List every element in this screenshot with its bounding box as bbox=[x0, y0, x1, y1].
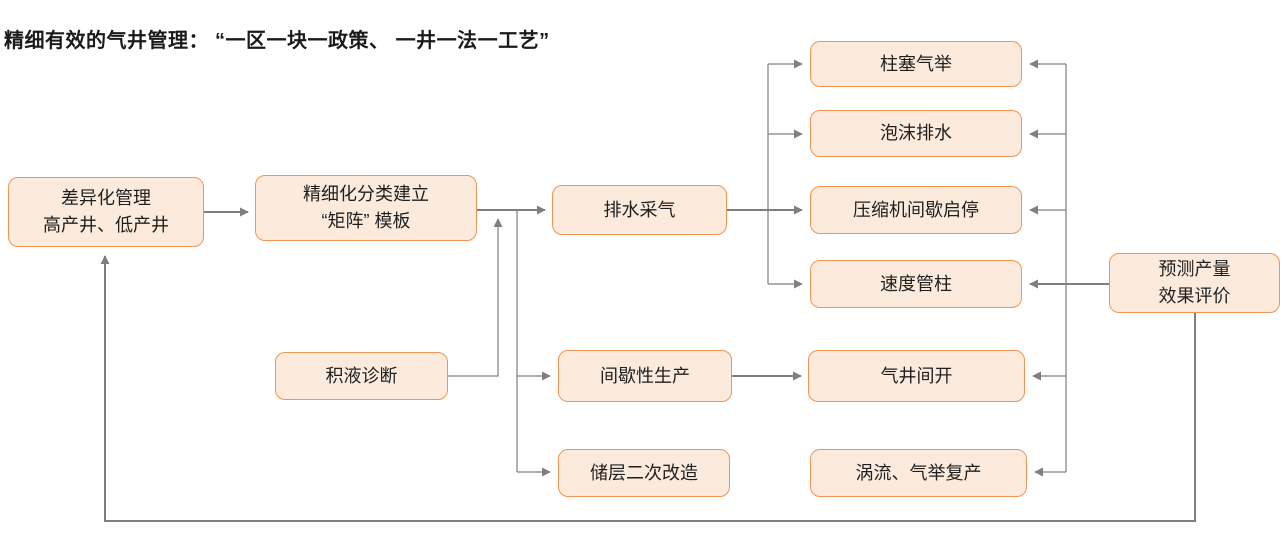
node-liquid-diagnosis: 积液诊断 bbox=[275, 352, 448, 400]
node-compressor-start-stop: 压缩机间歇启停 bbox=[810, 186, 1022, 234]
node-reservoir-restimulation: 储层二次改造 bbox=[558, 449, 730, 497]
node-intermittent-production: 间歇性生产 bbox=[558, 350, 732, 402]
node-production-forecast-evaluation: 预测产量 效果评价 bbox=[1109, 253, 1280, 313]
node-matrix-template: 精细化分类建立 “矩阵” 模板 bbox=[255, 175, 477, 241]
node-gas-well-intermittent-open: 气井间开 bbox=[808, 350, 1025, 402]
connector-diagnosis-feed-up bbox=[448, 218, 503, 377]
diagram-title: 精细有效的气井管理： “一区一块一政策、 一井一法一工艺” bbox=[4, 30, 550, 52]
node-vortex-gas-lift-restart: 涡流、气举复产 bbox=[810, 449, 1027, 497]
node-drainage-gas-recovery: 排水采气 bbox=[552, 185, 727, 235]
node-differentiated-management: 差异化管理 高产井、低产井 bbox=[8, 177, 204, 247]
node-foam-drainage: 泡沫排水 bbox=[810, 110, 1022, 157]
node-plunger-gas-lift: 柱塞气举 bbox=[810, 41, 1022, 87]
node-velocity-string: 速度管柱 bbox=[810, 260, 1022, 308]
